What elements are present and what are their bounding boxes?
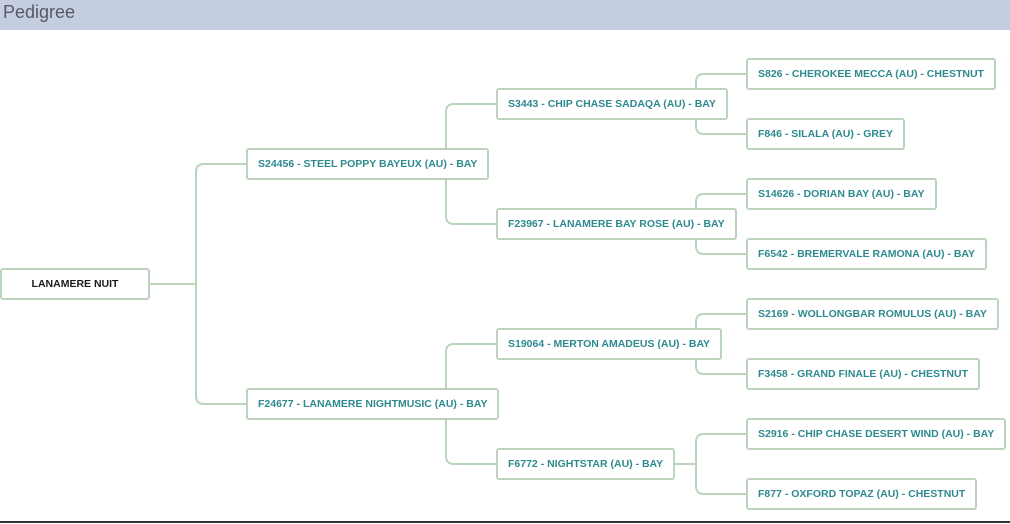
pedigree-sire-sire-dam-link[interactable]: F846 - SILALA (AU) - GREY bbox=[746, 118, 905, 150]
page-title: Pedigree bbox=[3, 2, 76, 22]
pedigree-dam-dam-dam-link[interactable]: F877 - OXFORD TOPAZ (AU) - CHESTNUT bbox=[746, 478, 978, 510]
connector-root bbox=[150, 163, 246, 405]
pedigree-dam-sire-dam-link[interactable]: F3458 - GRAND FINALE (AU) - CHESTNUT bbox=[746, 358, 981, 390]
pedigree-sire-dam-link[interactable]: F23967 - LANAMERE BAY ROSE (AU) - BAY bbox=[496, 208, 737, 240]
connector-dam-dam bbox=[672, 433, 746, 495]
pedigree-sire-dam-sire-link[interactable]: S14626 - DORIAN BAY (AU) - BAY bbox=[746, 178, 937, 210]
pedigree-dam-sire-sire-link[interactable]: S2169 - WOLLONGBAR ROMULUS (AU) - BAY bbox=[746, 298, 999, 330]
pedigree-dam-sire-link[interactable]: S19064 - MERTON AMADEUS (AU) - BAY bbox=[496, 328, 723, 360]
pedigree-header: Pedigree bbox=[0, 0, 1010, 30]
bottom-divider bbox=[0, 521, 1010, 523]
pedigree-sire-sire-link[interactable]: S3443 - CHIP CHASE SADAQA (AU) - BAY bbox=[496, 88, 728, 120]
pedigree-dam-dam-link[interactable]: F6772 - NIGHTSTAR (AU) - BAY bbox=[496, 448, 676, 480]
pedigree-dam-dam-sire-link[interactable]: S2916 - CHIP CHASE DESERT WIND (AU) - BA… bbox=[746, 418, 1007, 450]
pedigree-root-node: LANAMERE NUIT bbox=[0, 268, 150, 300]
pedigree-sire-link[interactable]: S24456 - STEEL POPPY BAYEUX (AU) - BAY bbox=[246, 148, 490, 180]
pedigree-sire-dam-dam-link[interactable]: F6542 - BREMERVALE RAMONA (AU) - BAY bbox=[746, 238, 988, 270]
pedigree-dam-link[interactable]: F24677 - LANAMERE NIGHTMUSIC (AU) - BAY bbox=[246, 388, 500, 420]
pedigree-sire-sire-sire-link[interactable]: S826 - CHEROKEE MECCA (AU) - CHESTNUT bbox=[746, 58, 996, 90]
